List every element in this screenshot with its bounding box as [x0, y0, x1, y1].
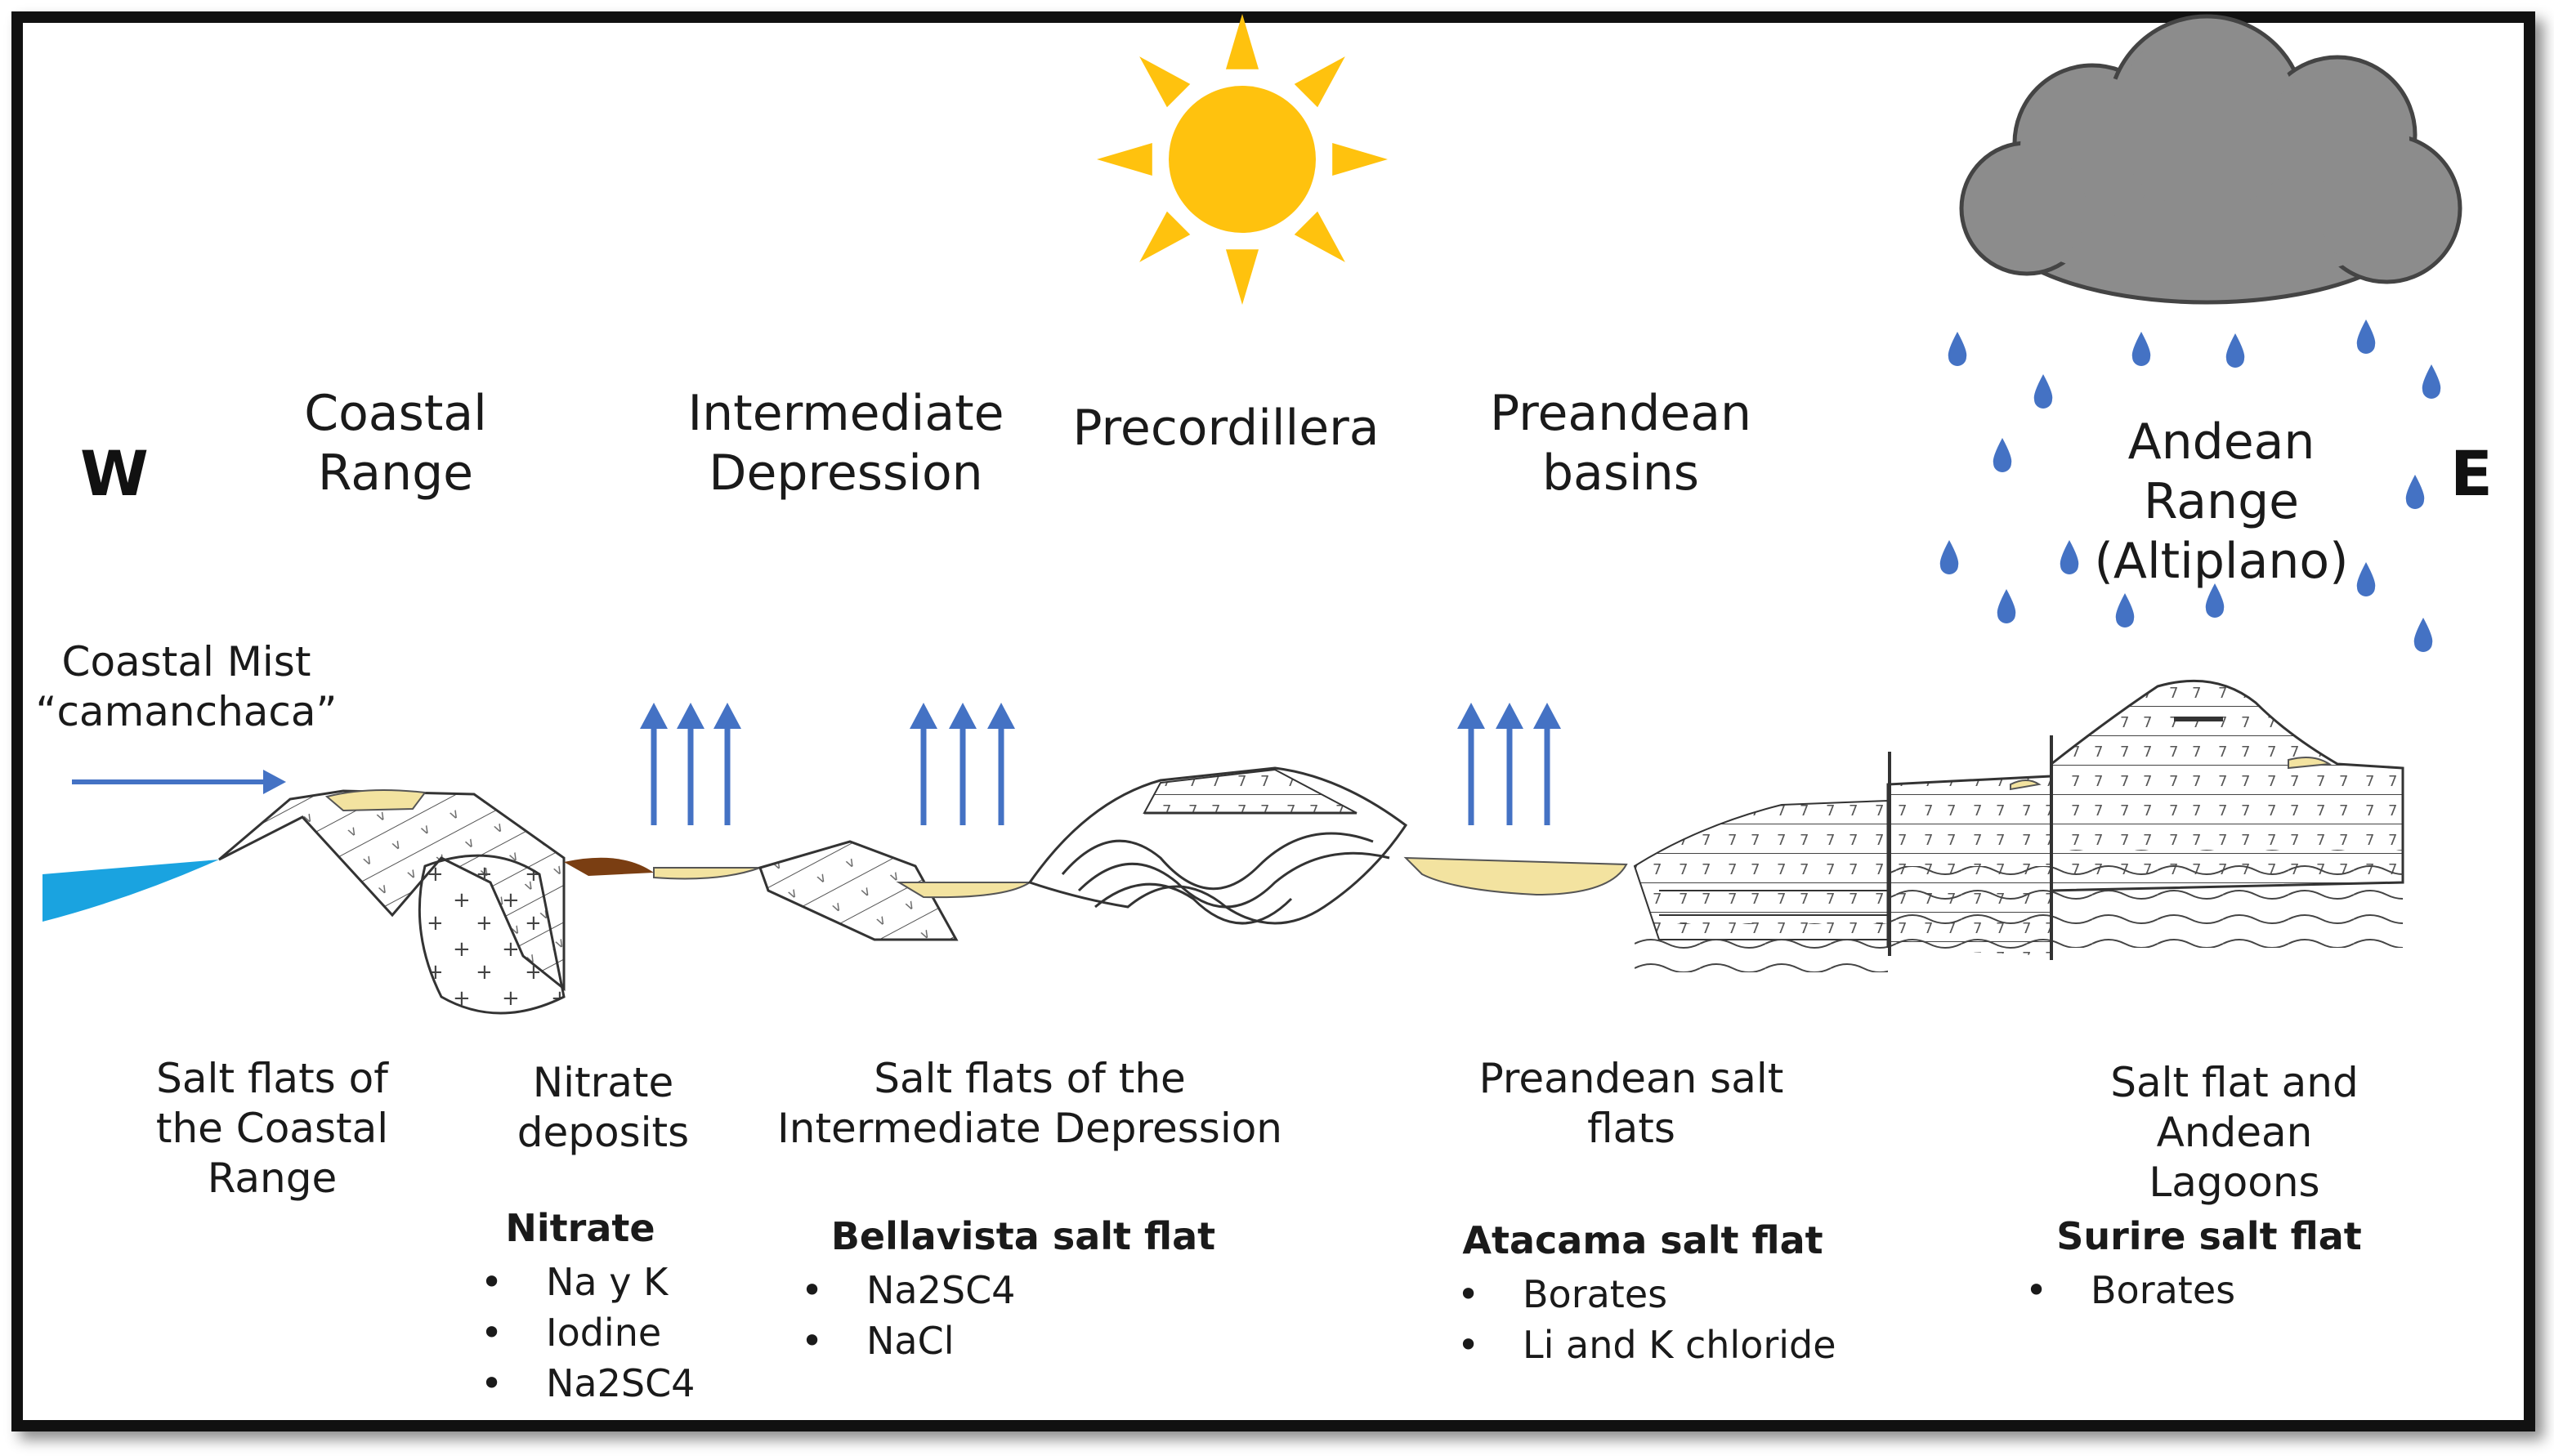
raindrop-icon	[2356, 319, 2376, 354]
site-name-nitrate: Nitrate	[505, 1206, 655, 1250]
evaporation-arrow-icon	[713, 703, 741, 825]
list-item: Na y K	[481, 1257, 695, 1307]
raindrop-icon	[2115, 593, 2135, 628]
andean-range-section	[1633, 679, 2404, 972]
sun-ray	[1225, 249, 1259, 305]
raindrop-icon	[2356, 562, 2376, 596]
list-item: Na2SC4	[801, 1265, 1015, 1315]
mineral-list-atacama: Borates Li and K chloride	[1457, 1269, 1836, 1370]
precordillera-section	[1027, 766, 1408, 925]
site-name-atacama: Atacama salt flat	[1462, 1218, 1823, 1262]
evaporation-arrow-icon	[1457, 703, 1485, 825]
coastal-range-section	[218, 786, 1033, 1015]
evaporation-arrow-icon	[1533, 703, 1561, 825]
sun-disc	[1169, 86, 1316, 233]
region-label-intermediate: Intermediate Depression	[687, 385, 1004, 502]
region-label-andean: Andean Range (Altiplano)	[2094, 413, 2349, 591]
region-label-preandean: Preandean basins	[1490, 385, 1751, 502]
mineral-list-nitrate: Na y K Iodine Na2SC4	[481, 1257, 695, 1409]
sun-ray	[1139, 56, 1191, 108]
list-item: Li and K chloride	[1457, 1320, 1836, 1370]
sun-ray	[1294, 211, 1345, 262]
sun-ray	[1332, 142, 1388, 176]
evaporation-arrow-icon	[1496, 703, 1523, 825]
raindrop-icon	[1993, 438, 2012, 472]
site-name-surire: Surire salt flat	[2056, 1214, 2362, 1258]
deposit-caption-coastal-salt: Salt flats of the Coastal Range	[155, 1055, 389, 1202]
raindrop-icon	[2033, 374, 2053, 409]
sun-ray	[1097, 142, 1152, 176]
mist-arrow-icon	[72, 770, 286, 794]
raindrop-icon	[2405, 475, 2425, 509]
raindrop-icon	[2225, 333, 2245, 368]
raindrop-icon	[2422, 364, 2441, 399]
east-direction-label: E	[2450, 437, 2493, 510]
deposit-caption-intermediate-salt: Salt flats of the Intermediate Depressio…	[777, 1055, 1282, 1152]
deposit-caption-preandean-salt: Preandean salt flats	[1478, 1055, 1784, 1152]
evaporation-arrow-icon	[677, 703, 704, 825]
region-label-precordillera: Precordillera	[1072, 400, 1380, 457]
ocean	[42, 860, 219, 922]
list-item: Na2SC4	[481, 1358, 695, 1409]
region-label-coastal: Coastal Range	[304, 385, 487, 502]
raindrop-icon	[2205, 583, 2225, 618]
raindrop-icon	[2060, 540, 2079, 574]
raindrop-icon	[1997, 589, 2016, 623]
evaporation-arrows	[640, 703, 1561, 825]
west-direction-label: W	[80, 437, 149, 510]
list-item: Borates	[2025, 1265, 2235, 1315]
preandean-salt-flat	[1403, 856, 1628, 896]
evaporation-arrow-icon	[949, 703, 977, 825]
sun-ray	[1294, 56, 1345, 108]
deposit-caption-nitrate: Nitrate deposits	[517, 1059, 690, 1156]
evaporation-arrow-icon	[987, 703, 1015, 825]
mineral-list-bellavista: Na2SC4 NaCl	[801, 1265, 1015, 1366]
cloud-icon	[1959, 14, 2462, 305]
site-name-bellavista: Bellavista salt flat	[830, 1214, 1216, 1258]
raindrop-icon	[1948, 332, 1967, 366]
mineral-list-surire: Borates	[2025, 1265, 2235, 1315]
sun-ray	[1139, 211, 1191, 262]
list-item: Iodine	[481, 1307, 695, 1358]
raindrop-icon	[1939, 540, 1959, 574]
list-item: Borates	[1457, 1269, 1836, 1320]
evaporation-arrow-icon	[640, 703, 668, 825]
sun-icon	[1097, 14, 1388, 305]
sun-ray	[1225, 14, 1259, 69]
deposit-caption-andean-salt: Salt flat and Andean Lagoons	[2110, 1059, 2359, 1206]
list-item: NaCl	[801, 1315, 1015, 1366]
raindrop-icon	[2131, 332, 2151, 366]
rain	[1939, 319, 2441, 652]
evaporation-arrow-icon	[910, 703, 937, 825]
coastal-mist-label: Coastal Mist “camanchaca”	[35, 638, 338, 735]
raindrop-icon	[2413, 618, 2433, 652]
